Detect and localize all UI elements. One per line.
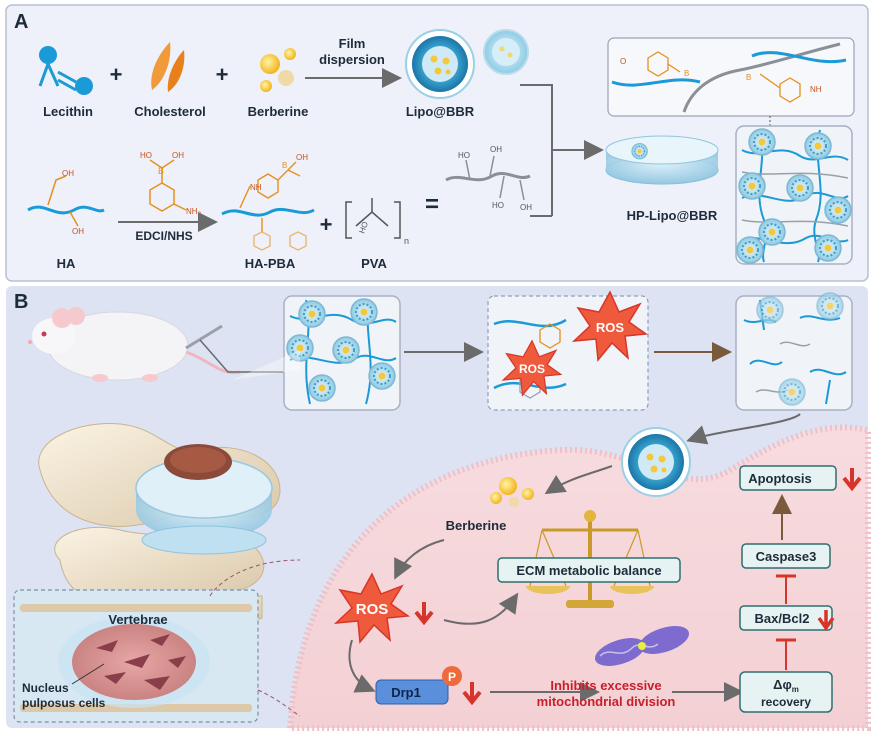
equals-sign: = [425, 191, 439, 218]
bax-down-arrow-icon [817, 610, 835, 632]
nucleus-inset [13, 589, 259, 723]
hydrogel-dish-icon [605, 135, 719, 185]
arrow-liposome-berberine [544, 465, 613, 495]
svg-text:NH: NH [250, 183, 262, 192]
mitochondria-icon [594, 626, 690, 666]
delta-box [739, 671, 833, 713]
berberine-particles [490, 477, 534, 507]
berberine-icon [260, 48, 296, 92]
ros-down-arrow-icon [414, 602, 434, 626]
syringe-icon [185, 324, 223, 350]
apoptosis-down-arrow-icon [842, 468, 862, 492]
inhibit-bar-1 [776, 574, 796, 604]
panel-b-letter: B [14, 291, 28, 313]
ha-pba-label: HA-PBA [245, 256, 296, 271]
svg-text:OH: OH [172, 151, 184, 160]
ros-degradation-box [487, 291, 649, 411]
pva-icon [345, 198, 401, 239]
pva-chain-icon [445, 155, 531, 201]
svg-text:HO: HO [492, 201, 504, 210]
syringe-pointer [199, 339, 284, 373]
ha-pba-icon: NH B OH [221, 153, 315, 251]
inhibits-label-2: mitochondrial division [537, 694, 676, 709]
inhibits-label-1: Inhibits excessive [550, 678, 661, 693]
ecm-label: ECM metabolic balance [516, 563, 661, 578]
spine-illustration [38, 350, 300, 623]
arrow-berberine-ros [394, 539, 445, 580]
cholesterol-icon [151, 42, 185, 92]
bax-label: Bax/Bcl2 [755, 611, 810, 626]
plus-3: + [320, 212, 333, 237]
svg-text:OH: OH [520, 203, 532, 212]
svg-text:HO: HO [458, 151, 470, 160]
lipo-bbr-label: Lipo@BBR [406, 104, 475, 119]
svg-text:NH: NH [810, 85, 822, 94]
plus-2: + [216, 62, 229, 87]
ecm-box [497, 557, 681, 583]
lipo-bbr-icon [405, 29, 475, 99]
apoptosis-label: Apoptosis [748, 471, 812, 486]
pva-label: PVA [361, 256, 387, 271]
crosslink-structure: B B NH O [611, 42, 847, 113]
svg-text:HO: HO [357, 220, 370, 234]
svg-text:OH: OH [296, 153, 308, 162]
pva-n: n [404, 236, 409, 246]
inhibit-bar-2 [776, 638, 796, 670]
berberine-label-a: Berberine [248, 104, 309, 119]
film-label-2: dispersion [319, 52, 385, 67]
svg-text:HO: HO [140, 151, 152, 160]
delta-label-1: Δφm [773, 677, 799, 694]
vertebrae-label: Vertebrae [108, 612, 167, 627]
ha-strand-icon: OH OH [27, 169, 105, 236]
caspase-box [741, 543, 831, 569]
ros-label-2: ROS [519, 362, 545, 376]
zoom-connector-1 [209, 559, 301, 597]
released-liposome-icon [621, 427, 691, 497]
svg-text:B: B [282, 161, 287, 170]
boron-label: B [158, 166, 164, 176]
nucleus-label-2: pulposus cells [22, 696, 106, 710]
svg-text:OH: OH [72, 227, 84, 236]
svg-text:B: B [746, 73, 751, 82]
lecithin-icon [38, 46, 93, 95]
arrow-release [686, 413, 801, 445]
svg-text:OH: OH [490, 145, 502, 154]
ha-label: HA [57, 256, 76, 271]
hp-lipo-label: HP-Lipo@BBR [627, 208, 718, 223]
arrow-ros-ecm [443, 592, 519, 625]
berberine-label-b: Berberine [446, 518, 507, 533]
hydrogel-network-a [735, 125, 853, 265]
hydrogel-network-b1 [283, 295, 401, 411]
nucleus-pointer [71, 663, 105, 685]
ros-main-label: ROS [356, 601, 389, 618]
arrow-ros-drp1 [348, 639, 376, 693]
apoptosis-box [739, 465, 837, 491]
plus-1: + [110, 62, 123, 87]
lecithin-label: Lecithin [43, 104, 93, 119]
delta-label-2: recovery [761, 695, 811, 709]
film-label-1: Film [339, 36, 366, 51]
svg-text:B: B [684, 69, 689, 78]
svg-text:O: O [620, 57, 626, 66]
phospho-label: P [448, 670, 456, 684]
drp1-box [375, 679, 449, 705]
nucleus-label-1: Nucleus [22, 681, 69, 695]
pba-molecule-icon [149, 159, 187, 212]
merge-line-top [520, 84, 553, 216]
caspase-label: Caspase3 [756, 549, 817, 564]
ros-label-1: ROS [596, 320, 625, 335]
cholesterol-label: Cholesterol [134, 104, 206, 119]
mouse-icon [28, 307, 241, 382]
degraded-network-box [735, 292, 853, 411]
panel-a-letter: A [14, 11, 28, 33]
edci-label: EDCI/NHS [135, 229, 192, 243]
phospho-badge [442, 666, 462, 686]
lipo-bbr-ghost-icon [483, 29, 529, 75]
svg-text:OH: OH [62, 169, 74, 178]
zoom-connector-2 [257, 689, 301, 717]
drp1-label: Drp1 [391, 685, 421, 700]
drp1-down-arrow-icon [462, 682, 482, 706]
